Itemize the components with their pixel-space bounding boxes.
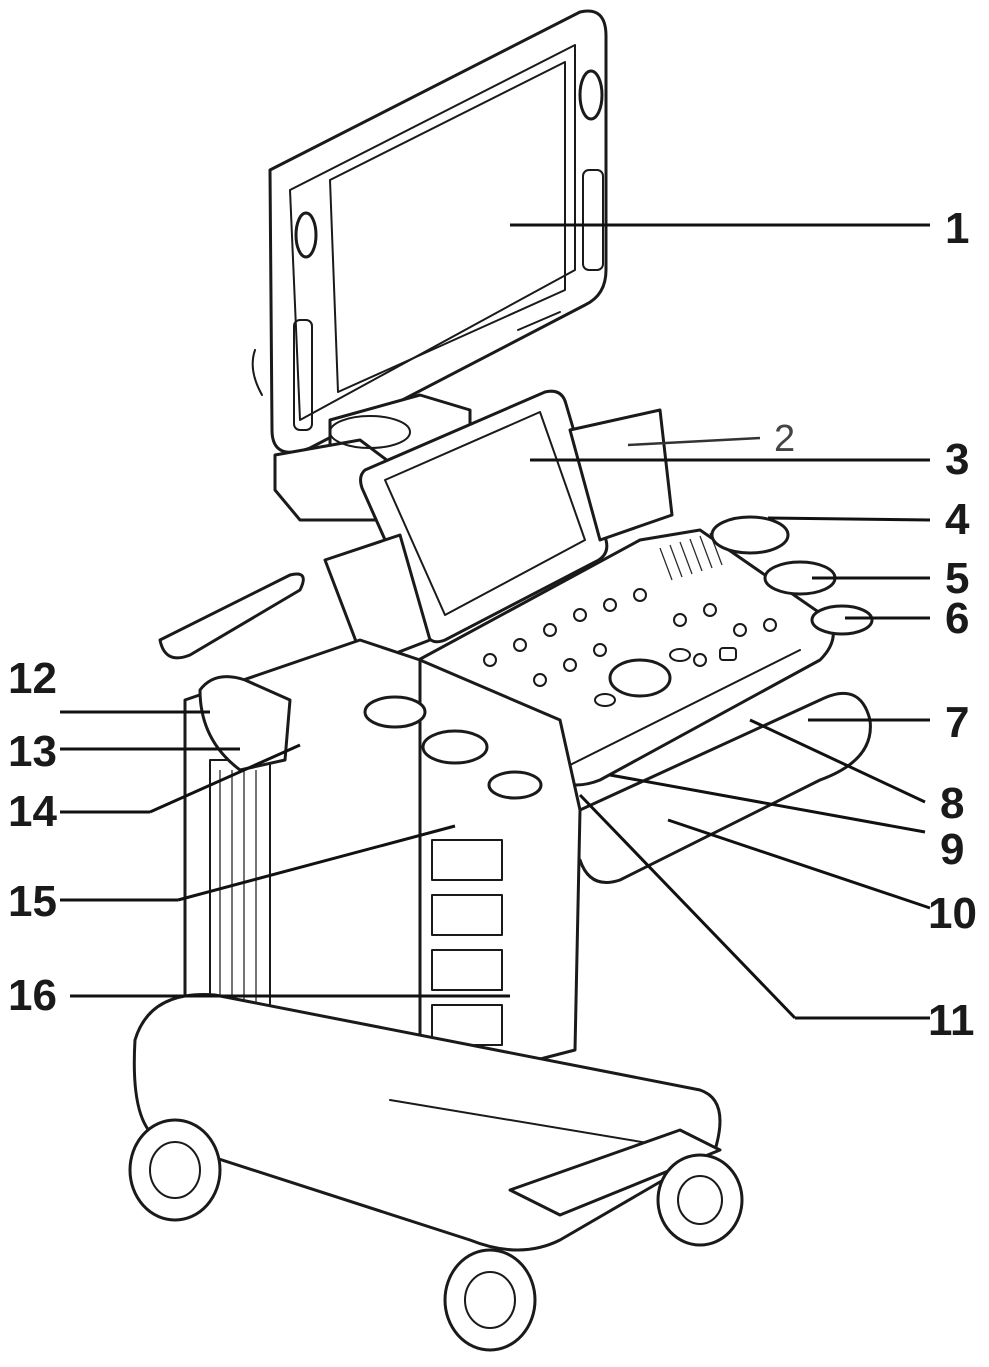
callout-7: 7 <box>945 698 969 747</box>
callout-numbers: 1 2 3 4 5 6 7 8 9 10 11 12 13 14 15 16 <box>8 204 977 1045</box>
callout-15: 15 <box>8 877 57 926</box>
callout-12: 12 <box>8 654 57 703</box>
probe-holders-right <box>710 515 874 636</box>
touch-screen <box>359 389 609 644</box>
callout-10: 10 <box>928 889 977 938</box>
callout-13: 13 <box>8 727 57 776</box>
callout-6: 6 <box>945 594 969 643</box>
callout-4: 4 <box>945 495 970 544</box>
callout-2: 2 <box>774 418 795 460</box>
right-speaker-icon <box>578 69 604 121</box>
callout-3: 3 <box>945 435 969 484</box>
front-handle <box>578 691 872 884</box>
callout-14: 14 <box>8 787 57 836</box>
wheels <box>128 1118 744 1352</box>
callout-1: 1 <box>945 204 969 253</box>
left-speaker-icon <box>294 211 318 259</box>
side-panel <box>568 408 674 542</box>
left-handle <box>158 572 305 660</box>
callout-5: 5 <box>945 554 969 603</box>
probe-holders-left <box>198 675 543 800</box>
callout-11: 11 <box>928 996 975 1045</box>
callout-9: 9 <box>940 825 964 874</box>
foot-pedal <box>508 1128 722 1217</box>
base <box>132 993 722 1252</box>
callout-16: 16 <box>8 971 57 1020</box>
trackball-icon <box>608 658 672 698</box>
leader-lines <box>60 223 931 1020</box>
left-mini-panel <box>323 533 432 667</box>
callout-8: 8 <box>940 779 964 828</box>
main-monitor <box>251 9 608 454</box>
slider-bank <box>659 532 723 581</box>
